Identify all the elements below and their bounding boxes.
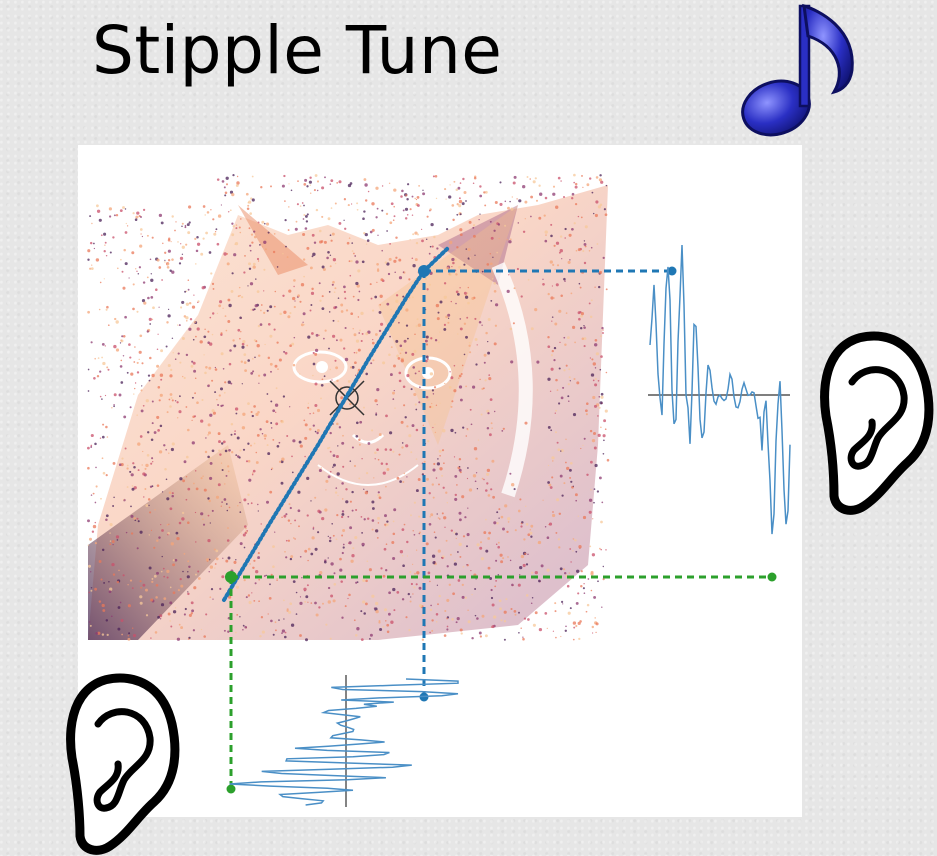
- stipple-figure: [78, 145, 802, 817]
- ear-icon: [812, 326, 936, 516]
- page-title: Stipple Tune: [92, 12, 503, 89]
- ear-icon: [58, 668, 182, 856]
- bottom-waveform: [229, 675, 459, 807]
- green-scan-path: [225, 571, 777, 794]
- blue-scan-path: [222, 246, 677, 702]
- music-note-icon: [738, 0, 863, 145]
- stipple-cat-image: [88, 185, 608, 640]
- right-waveform: [648, 244, 791, 535]
